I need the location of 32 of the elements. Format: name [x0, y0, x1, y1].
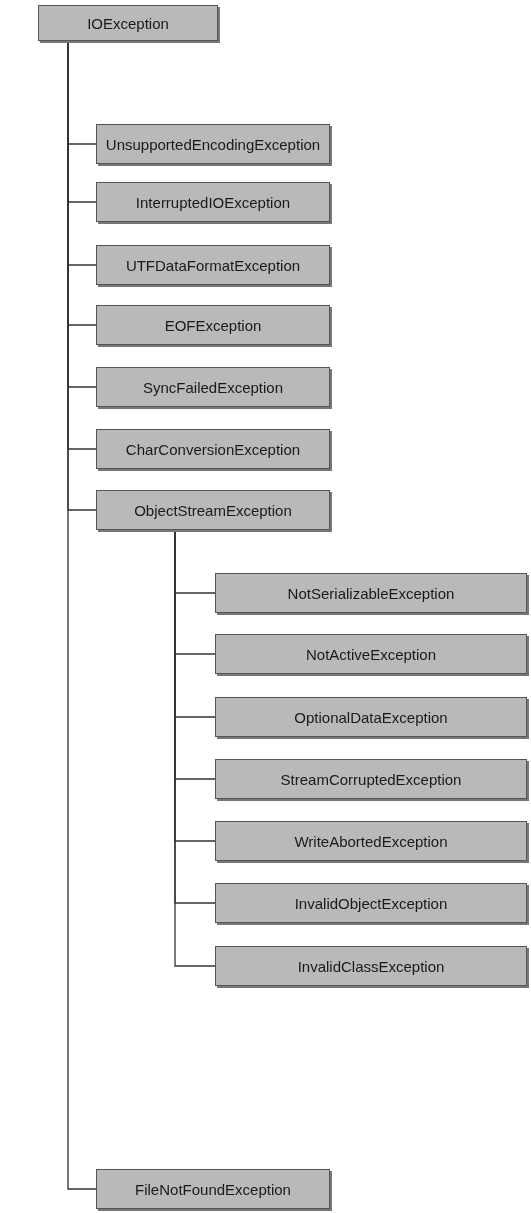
- class-box: [215, 573, 527, 613]
- class-name: UnsupportedEncodingException: [105, 135, 321, 153]
- class-box: [215, 821, 527, 861]
- class-box: [96, 305, 330, 345]
- class-box: [96, 124, 330, 164]
- class-name: InvalidObjectException: [294, 894, 448, 912]
- class-name: NotActiveException: [305, 645, 437, 663]
- class-box: [96, 367, 330, 407]
- class-name: FileNotFoundException: [135, 1180, 291, 1198]
- class-name: WriteAbortedException: [294, 832, 448, 850]
- class-name: EOFException: [164, 316, 262, 334]
- class-box: [215, 759, 527, 799]
- class-name: CharConversionException: [125, 440, 301, 458]
- class-name: InterruptedIOException: [135, 193, 291, 211]
- class-box: [38, 5, 218, 41]
- class-box: [96, 245, 330, 285]
- class-box: [215, 883, 527, 923]
- class-name: SyncFailedException: [142, 378, 284, 396]
- class-box: [96, 429, 330, 469]
- class-name: InvalidClassException: [297, 957, 445, 975]
- class-name: IOException: [87, 14, 169, 32]
- class-name: OptionalDataException: [294, 708, 448, 726]
- class-box: [96, 182, 330, 222]
- class-name: StreamCorruptedException: [280, 770, 462, 788]
- class-box: [215, 697, 527, 737]
- class-box: [215, 946, 527, 986]
- class-box: [96, 490, 330, 530]
- class-name: ObjectStreamException: [134, 501, 292, 519]
- class-box: [215, 634, 527, 674]
- class-name: NotSerializableException: [287, 584, 455, 602]
- class-box: [96, 1169, 330, 1209]
- class-name: UTFDataFormatException: [125, 256, 301, 274]
